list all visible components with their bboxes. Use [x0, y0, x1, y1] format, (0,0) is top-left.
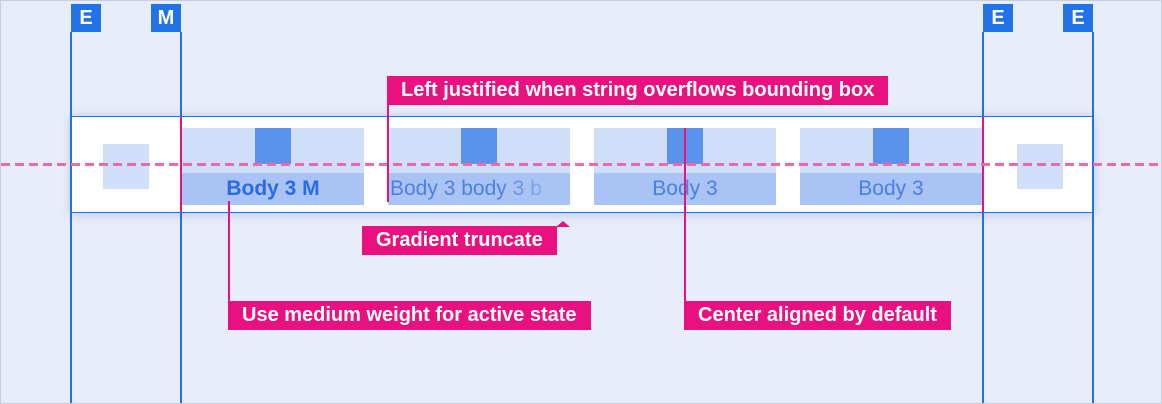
- spacing-marker-e-right1: E: [983, 4, 1013, 32]
- tab-label-active: Body 3 M: [182, 173, 364, 205]
- annotation-text: Gradient truncate: [376, 229, 543, 251]
- tab-body3-active[interactable]: Body 3 M: [182, 128, 364, 205]
- tab-label-truncated: Body 3 body 3 b: [388, 173, 570, 205]
- spacing-marker-e-left: E: [71, 4, 101, 32]
- connector-medium-weight: [228, 201, 230, 301]
- marker-letter: E: [991, 7, 1005, 29]
- tab-icon-placeholder-band: [800, 128, 982, 173]
- annotation-left-justified: Left justified when string overflows bou…: [387, 76, 889, 105]
- tab-icon: [461, 128, 497, 164]
- annotation-gradient-truncate: Gradient truncate: [362, 221, 570, 255]
- guide-line-left-edge: [70, 32, 72, 403]
- tab-label: Body 3: [800, 173, 982, 205]
- guide-line-right-margin: [982, 32, 984, 403]
- tab-body3-default-2[interactable]: Body 3: [800, 128, 982, 205]
- marker-letter: E: [1071, 7, 1085, 29]
- marker-letter: E: [79, 7, 93, 29]
- tab-icon-placeholder-band: [182, 128, 364, 173]
- connector-left-justified: [387, 104, 389, 202]
- tab-label-band: Body 3 body 3 b: [388, 173, 570, 205]
- spacing-marker-m: M: [151, 4, 181, 32]
- tab-icon-placeholder-band: [388, 128, 570, 173]
- tab-icon: [255, 128, 291, 164]
- annotation-medium-weight: Use medium weight for active state: [228, 301, 591, 330]
- spacing-marker-e-right2: E: [1063, 4, 1093, 32]
- connector-center-aligned: [684, 128, 686, 301]
- guide-line-right-edge: [1092, 32, 1094, 403]
- right-margin-square: [1017, 144, 1063, 189]
- dashed-centerline: [1, 163, 1161, 166]
- left-margin-square: [103, 144, 149, 189]
- guide-line-left-margin: [180, 32, 182, 403]
- tab-body3-overflow[interactable]: Body 3 body 3 b: [388, 128, 570, 205]
- tab-icon: [873, 128, 909, 164]
- up-arrow-icon: [556, 221, 570, 227]
- marker-letter: M: [157, 7, 175, 29]
- annotation-center-aligned: Center aligned by default: [684, 301, 951, 330]
